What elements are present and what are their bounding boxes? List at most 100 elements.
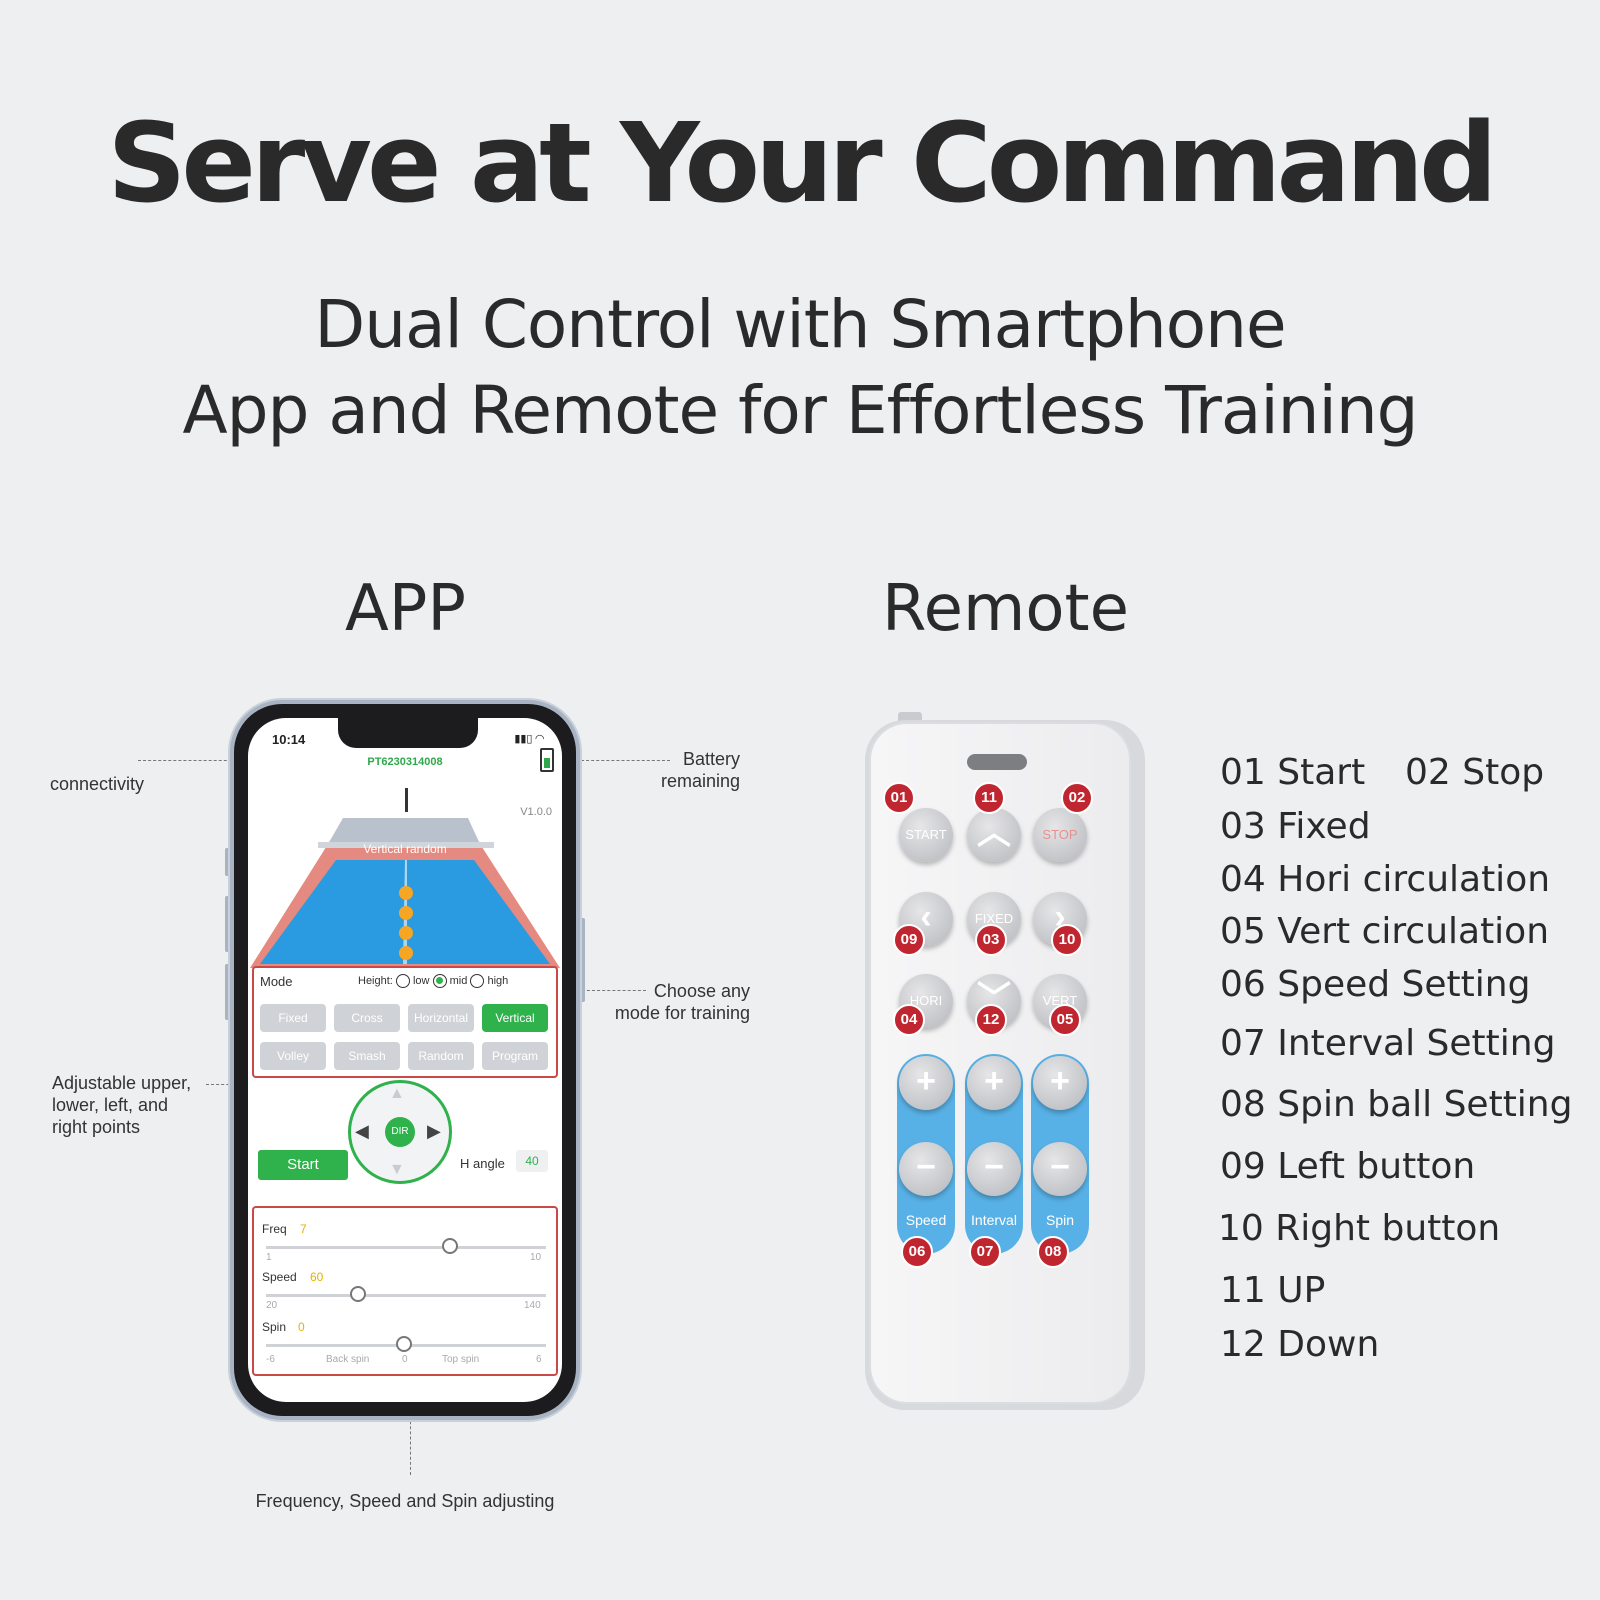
freq-slider-knob[interactable] (442, 1238, 458, 1254)
freq-min: 1 (266, 1252, 272, 1263)
interval-plus-button[interactable]: + (967, 1056, 1021, 1110)
mode-volley-button[interactable]: Volley (260, 1042, 326, 1070)
marker-07: 07 (969, 1236, 1001, 1268)
height-label: Height: (358, 974, 393, 987)
speed-minus-button[interactable]: − (899, 1142, 953, 1196)
app-screen: 10:14 ▮▮▯ ◠ PT6230314008 V1.0.0 Vertical… (248, 718, 562, 1402)
dir-center-button[interactable]: DIR (385, 1117, 415, 1147)
speed-label: Speed (262, 1270, 297, 1284)
signal-wifi-icon: ▮▮▯ ◠ (514, 733, 544, 745)
marker-09: 09 (893, 924, 925, 956)
spin-plus-button[interactable]: + (1033, 1056, 1087, 1110)
legend-12: 12 Down (1220, 1324, 1380, 1365)
mode-annotation: Choose any mode for training (595, 980, 750, 1024)
mode-program-button[interactable]: Program (482, 1042, 548, 1070)
right-arrow-icon[interactable]: ▶ (427, 1121, 441, 1141)
remote-face: START ︿ STOP ‹ FIXED › HORI ﹀ VERT + + +… (869, 722, 1131, 1404)
legend-02: 02 Stop (1405, 752, 1545, 793)
mode-smash-button[interactable]: Smash (334, 1042, 400, 1070)
mode-cross-button[interactable]: Cross (334, 1004, 400, 1032)
h-angle-value[interactable]: 40 (516, 1150, 548, 1172)
spin-minus-button[interactable]: − (1033, 1142, 1087, 1196)
mode-leader-line (546, 990, 646, 991)
left-chevron-icon: ‹ (920, 898, 932, 936)
marker-08: 08 (1037, 1236, 1069, 1268)
remote-stop-button[interactable]: STOP (1033, 808, 1087, 862)
mode-horizontal-button[interactable]: Horizontal (408, 1004, 474, 1032)
slider-section: Freq 7 1 10 Speed 60 20 140 Spin 0 -6 Ba… (252, 1206, 558, 1376)
legend-01: 01 Start (1220, 752, 1366, 793)
mode-label: Mode (260, 974, 293, 989)
spin-back-label: Back spin (326, 1354, 370, 1365)
phone-volume-up (225, 896, 231, 952)
adjust-annotation-line-2: lower, left, and (52, 1095, 169, 1115)
remote-control: START ︿ STOP ‹ FIXED › HORI ﹀ VERT + + +… (865, 720, 1145, 1410)
adjust-annotation-line-1: Adjustable upper, (52, 1073, 192, 1093)
spin-max: 6 (536, 1354, 542, 1365)
up-arrow-icon[interactable]: ▲ (389, 1085, 405, 1102)
interval-column-label: Interval (971, 1212, 1017, 1228)
down-arrow-icon[interactable]: ▼ (389, 1161, 405, 1178)
height-low-radio[interactable] (395, 974, 410, 988)
legend-08: 08 Spin ball Setting (1220, 1084, 1573, 1125)
freq-label: Freq (262, 1222, 287, 1236)
marker-04: 04 (893, 1004, 925, 1036)
speed-plus-button[interactable]: + (899, 1056, 953, 1110)
connectivity-annotation: connectivity (50, 774, 145, 794)
speed-column-label: Speed (905, 1212, 947, 1228)
marker-05: 05 (1049, 1004, 1081, 1036)
speed-value: 60 (310, 1270, 324, 1284)
spin-top-label: Top spin (442, 1354, 480, 1365)
interval-minus-button[interactable]: − (967, 1142, 1021, 1196)
spin-label: Spin (262, 1320, 287, 1334)
spin-min: -6 (266, 1354, 275, 1365)
legend-07: 07 Interval Setting (1220, 1023, 1556, 1064)
phone-mute-switch (225, 848, 231, 876)
right-chevron-icon: › (1054, 898, 1066, 936)
app-heading: APP (345, 572, 466, 646)
speed-slider-track[interactable] (266, 1294, 546, 1297)
h-angle-label: H angle (460, 1156, 505, 1171)
speed-slider-knob[interactable] (350, 1286, 366, 1302)
freq-annotation: Frequency, Speed and Spin adjusting (255, 1491, 555, 1511)
start-button[interactable]: Start (258, 1150, 348, 1180)
spin-value: 0 (298, 1320, 305, 1334)
battery-annotation-line-2: remaining (660, 771, 740, 791)
phone-notch (338, 718, 478, 748)
marker-11: 11 (973, 782, 1005, 814)
battery-annotation-line-1: Battery (682, 749, 740, 769)
height-low-label: low (412, 974, 430, 987)
remote-led-icon (967, 754, 1027, 770)
height-high-label: high (487, 974, 509, 987)
left-arrow-icon[interactable]: ◀ (355, 1121, 369, 1141)
mode-random-button[interactable]: Random (408, 1042, 474, 1070)
main-title: Serve at Your Command (107, 99, 1498, 227)
table-mode-label: Vertical random (363, 842, 447, 856)
direction-pad[interactable]: ▲ ▼ ◀ ▶ DIR (348, 1080, 452, 1184)
status-time: 10:14 (272, 732, 306, 747)
marker-03: 03 (975, 924, 1007, 956)
marker-02: 02 (1061, 782, 1093, 814)
subtitle-line-2: App and Remote for Effortless Training (182, 372, 1418, 449)
freq-max: 10 (530, 1252, 542, 1263)
mode-annotation-line-1: Choose any (653, 981, 750, 1001)
remote-start-button[interactable]: START (899, 808, 953, 862)
marker-01: 01 (883, 782, 915, 814)
mode-vertical-button[interactable]: Vertical (482, 1004, 548, 1032)
legend-06: 06 Speed Setting (1220, 964, 1531, 1005)
mode-fixed-button[interactable]: Fixed (260, 1004, 326, 1032)
marker-12: 12 (975, 1004, 1007, 1036)
up-chevron-icon: ︿ (977, 814, 1011, 852)
legend-04: 04 Hori circulation (1220, 859, 1551, 900)
height-high-radio[interactable] (470, 974, 485, 988)
height-selector: Height: low mid high (358, 974, 508, 988)
legend-03: 03 Fixed (1220, 806, 1371, 847)
spin-column-label: Spin (1045, 1212, 1075, 1228)
device-id: PT6230314008 (367, 756, 443, 768)
height-mid-radio[interactable] (432, 974, 447, 988)
freq-slider-track[interactable] (266, 1246, 546, 1249)
remote-up-button[interactable]: ︿ (967, 808, 1021, 862)
adjust-annotation: Adjustable upper, lower, left, and right… (52, 1072, 191, 1138)
speed-max: 140 (524, 1300, 541, 1311)
spin-slider-knob[interactable] (396, 1336, 412, 1352)
